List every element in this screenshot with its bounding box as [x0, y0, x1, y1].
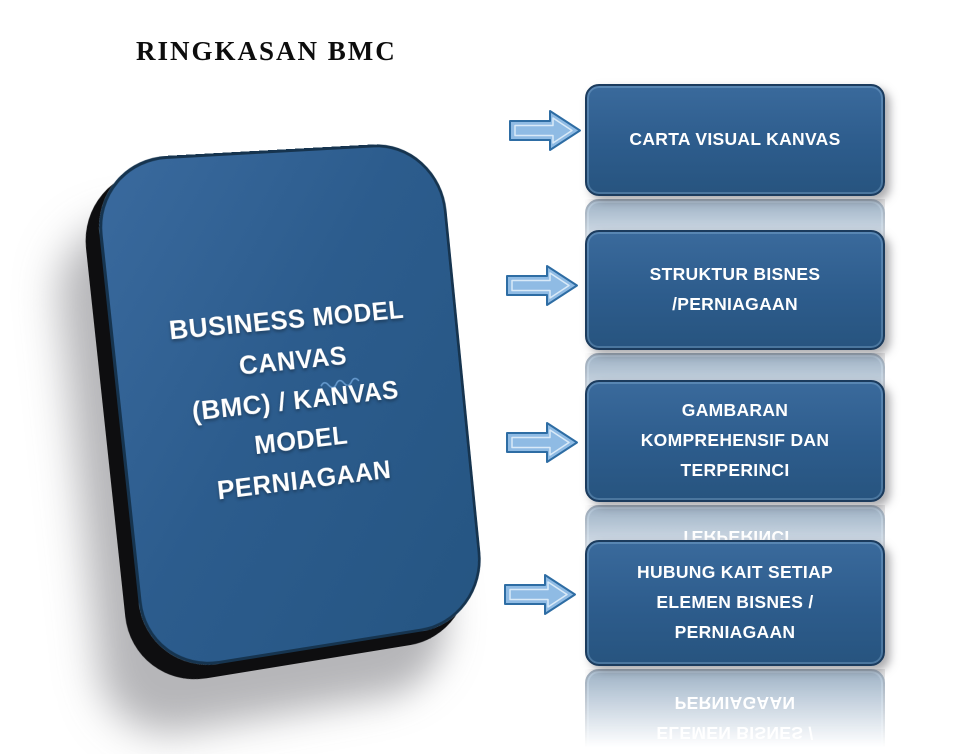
arrow-icon	[506, 422, 578, 463]
item-label: HUBUNG KAIT SETIAP ELEMEN BISNES / PERNI…	[637, 562, 833, 642]
page-title: RINGKASAN BMC	[136, 36, 397, 66]
arrow-icon	[509, 110, 581, 151]
item-label: CARTA VISUAL KANVAS	[629, 129, 841, 150]
item-row: HUBUNG KAIT SETIAP ELEMEN BISNES / PERNI…	[585, 540, 885, 754]
arrow-icon	[504, 574, 576, 615]
item-row: CARTA VISUAL KANVAS CARTA VISUAL KANVAS	[585, 84, 885, 311]
item-box: CARTA VISUAL KANVAS	[585, 84, 885, 196]
item-row: STRUKTUR BISNES /PERNIAGAAN STRUKTUR BIS…	[585, 230, 885, 473]
arrow-icon	[506, 265, 578, 306]
main-card-label: BUSINESS MODEL CANVAS (BMC) / KANVAS MOD…	[167, 294, 406, 507]
item-label: GAMBARAN KOMPREHENSIF DAN TERPERINCI	[640, 400, 830, 480]
item-box: STRUKTUR BISNES /PERNIAGAAN	[585, 230, 885, 350]
item-box: HUBUNG KAIT SETIAP ELEMEN BISNES / PERNI…	[585, 540, 885, 666]
box-reflection: HUBUNG KAIT SETIAP ELEMEN BISNES / PERNI…	[585, 669, 885, 754]
item-row: GAMBARAN KOMPREHENSIF DAN TERPERINCI GAM…	[585, 380, 885, 627]
main-card-face: BUSINESS MODEL CANVAS (BMC) / KANVAS MOD…	[91, 140, 488, 676]
main-card: BUSINESS MODEL CANVAS (BMC) / KANVAS MOD…	[91, 140, 488, 676]
item-label: STRUKTUR BISNES /PERNIAGAAN	[649, 264, 821, 314]
item-box: GAMBARAN KOMPREHENSIF DAN TERPERINCI	[585, 380, 885, 502]
